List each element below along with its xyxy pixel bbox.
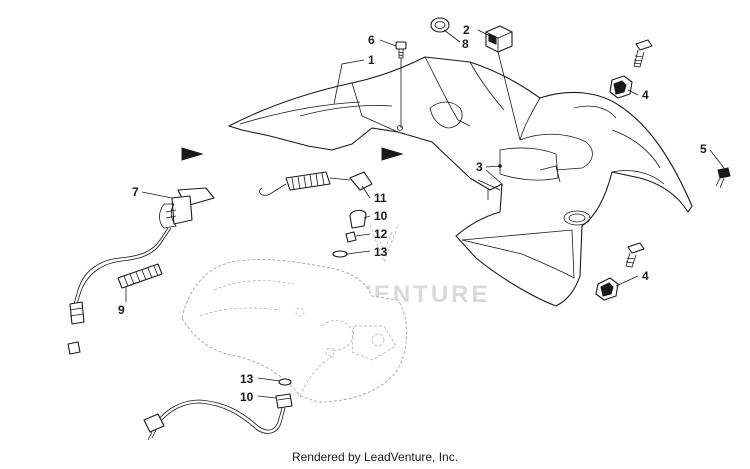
callout-13-upper: 13 [346, 245, 388, 259]
callout-label: 1 [368, 53, 375, 67]
callout-6: 6 [368, 33, 402, 128]
callout-label: 10 [374, 209, 388, 223]
switch-2 [485, 25, 513, 53]
watermark-logo-icon [369, 224, 399, 263]
callout-4-upper: 4 [627, 88, 649, 102]
callout-label: 9 [118, 303, 125, 317]
callout-label: 13 [374, 245, 388, 259]
callout-12: 12 [355, 227, 388, 241]
callout-4-lower: 4 [615, 269, 649, 287]
footer-credit: Rendered by LeadVenture, Inc. [292, 450, 458, 464]
reference-housing-outline [181, 259, 408, 403]
spring-12 [345, 231, 357, 243]
callout-label: 5 [700, 142, 707, 156]
callout-8: 8 [443, 29, 469, 51]
callout-10-upper: 10 [363, 209, 388, 223]
callout-label: 2 [463, 23, 470, 37]
callout-11: 11 [361, 185, 387, 205]
callout-label: 13 [240, 372, 254, 386]
o-ring-13 [332, 250, 348, 258]
callout-label: 7 [132, 185, 139, 199]
dash-panel [228, 56, 693, 307]
arrow-left-icon [181, 147, 204, 161]
callout-10-lower: 10 [240, 390, 277, 404]
wire-loom-9 [117, 263, 163, 289]
key-switch-7 [67, 187, 215, 355]
callout-label: 8 [462, 37, 469, 51]
direction-arrows [181, 147, 404, 161]
callout-7: 7 [132, 185, 173, 199]
callout-label: 4 [642, 269, 649, 283]
bolt-clip-4-lower [595, 242, 645, 301]
callout-1: 1 [333, 53, 375, 105]
callout-5: 5 [700, 142, 725, 169]
callout-label: 10 [240, 390, 254, 404]
callout-9: 9 [118, 286, 127, 317]
bolt-clip-4-upper [609, 39, 653, 99]
spring-cable-11 [259, 171, 373, 196]
grommet-8 [430, 17, 450, 33]
callout-3: 3 [476, 160, 502, 174]
callout-2: 2 [463, 23, 521, 141]
callout-label: 12 [374, 227, 388, 241]
callout-13-lower: 13 [240, 372, 281, 386]
callout-label: 4 [642, 88, 649, 102]
callout-label: 6 [368, 33, 375, 47]
callout-label: 3 [476, 160, 483, 174]
callout-label: 11 [374, 191, 387, 205]
knob-10 [349, 209, 367, 229]
screw-5 [715, 167, 731, 189]
screw-6 [395, 41, 407, 59]
sensor-cable [143, 378, 293, 441]
arrow-right-icon [381, 147, 404, 161]
